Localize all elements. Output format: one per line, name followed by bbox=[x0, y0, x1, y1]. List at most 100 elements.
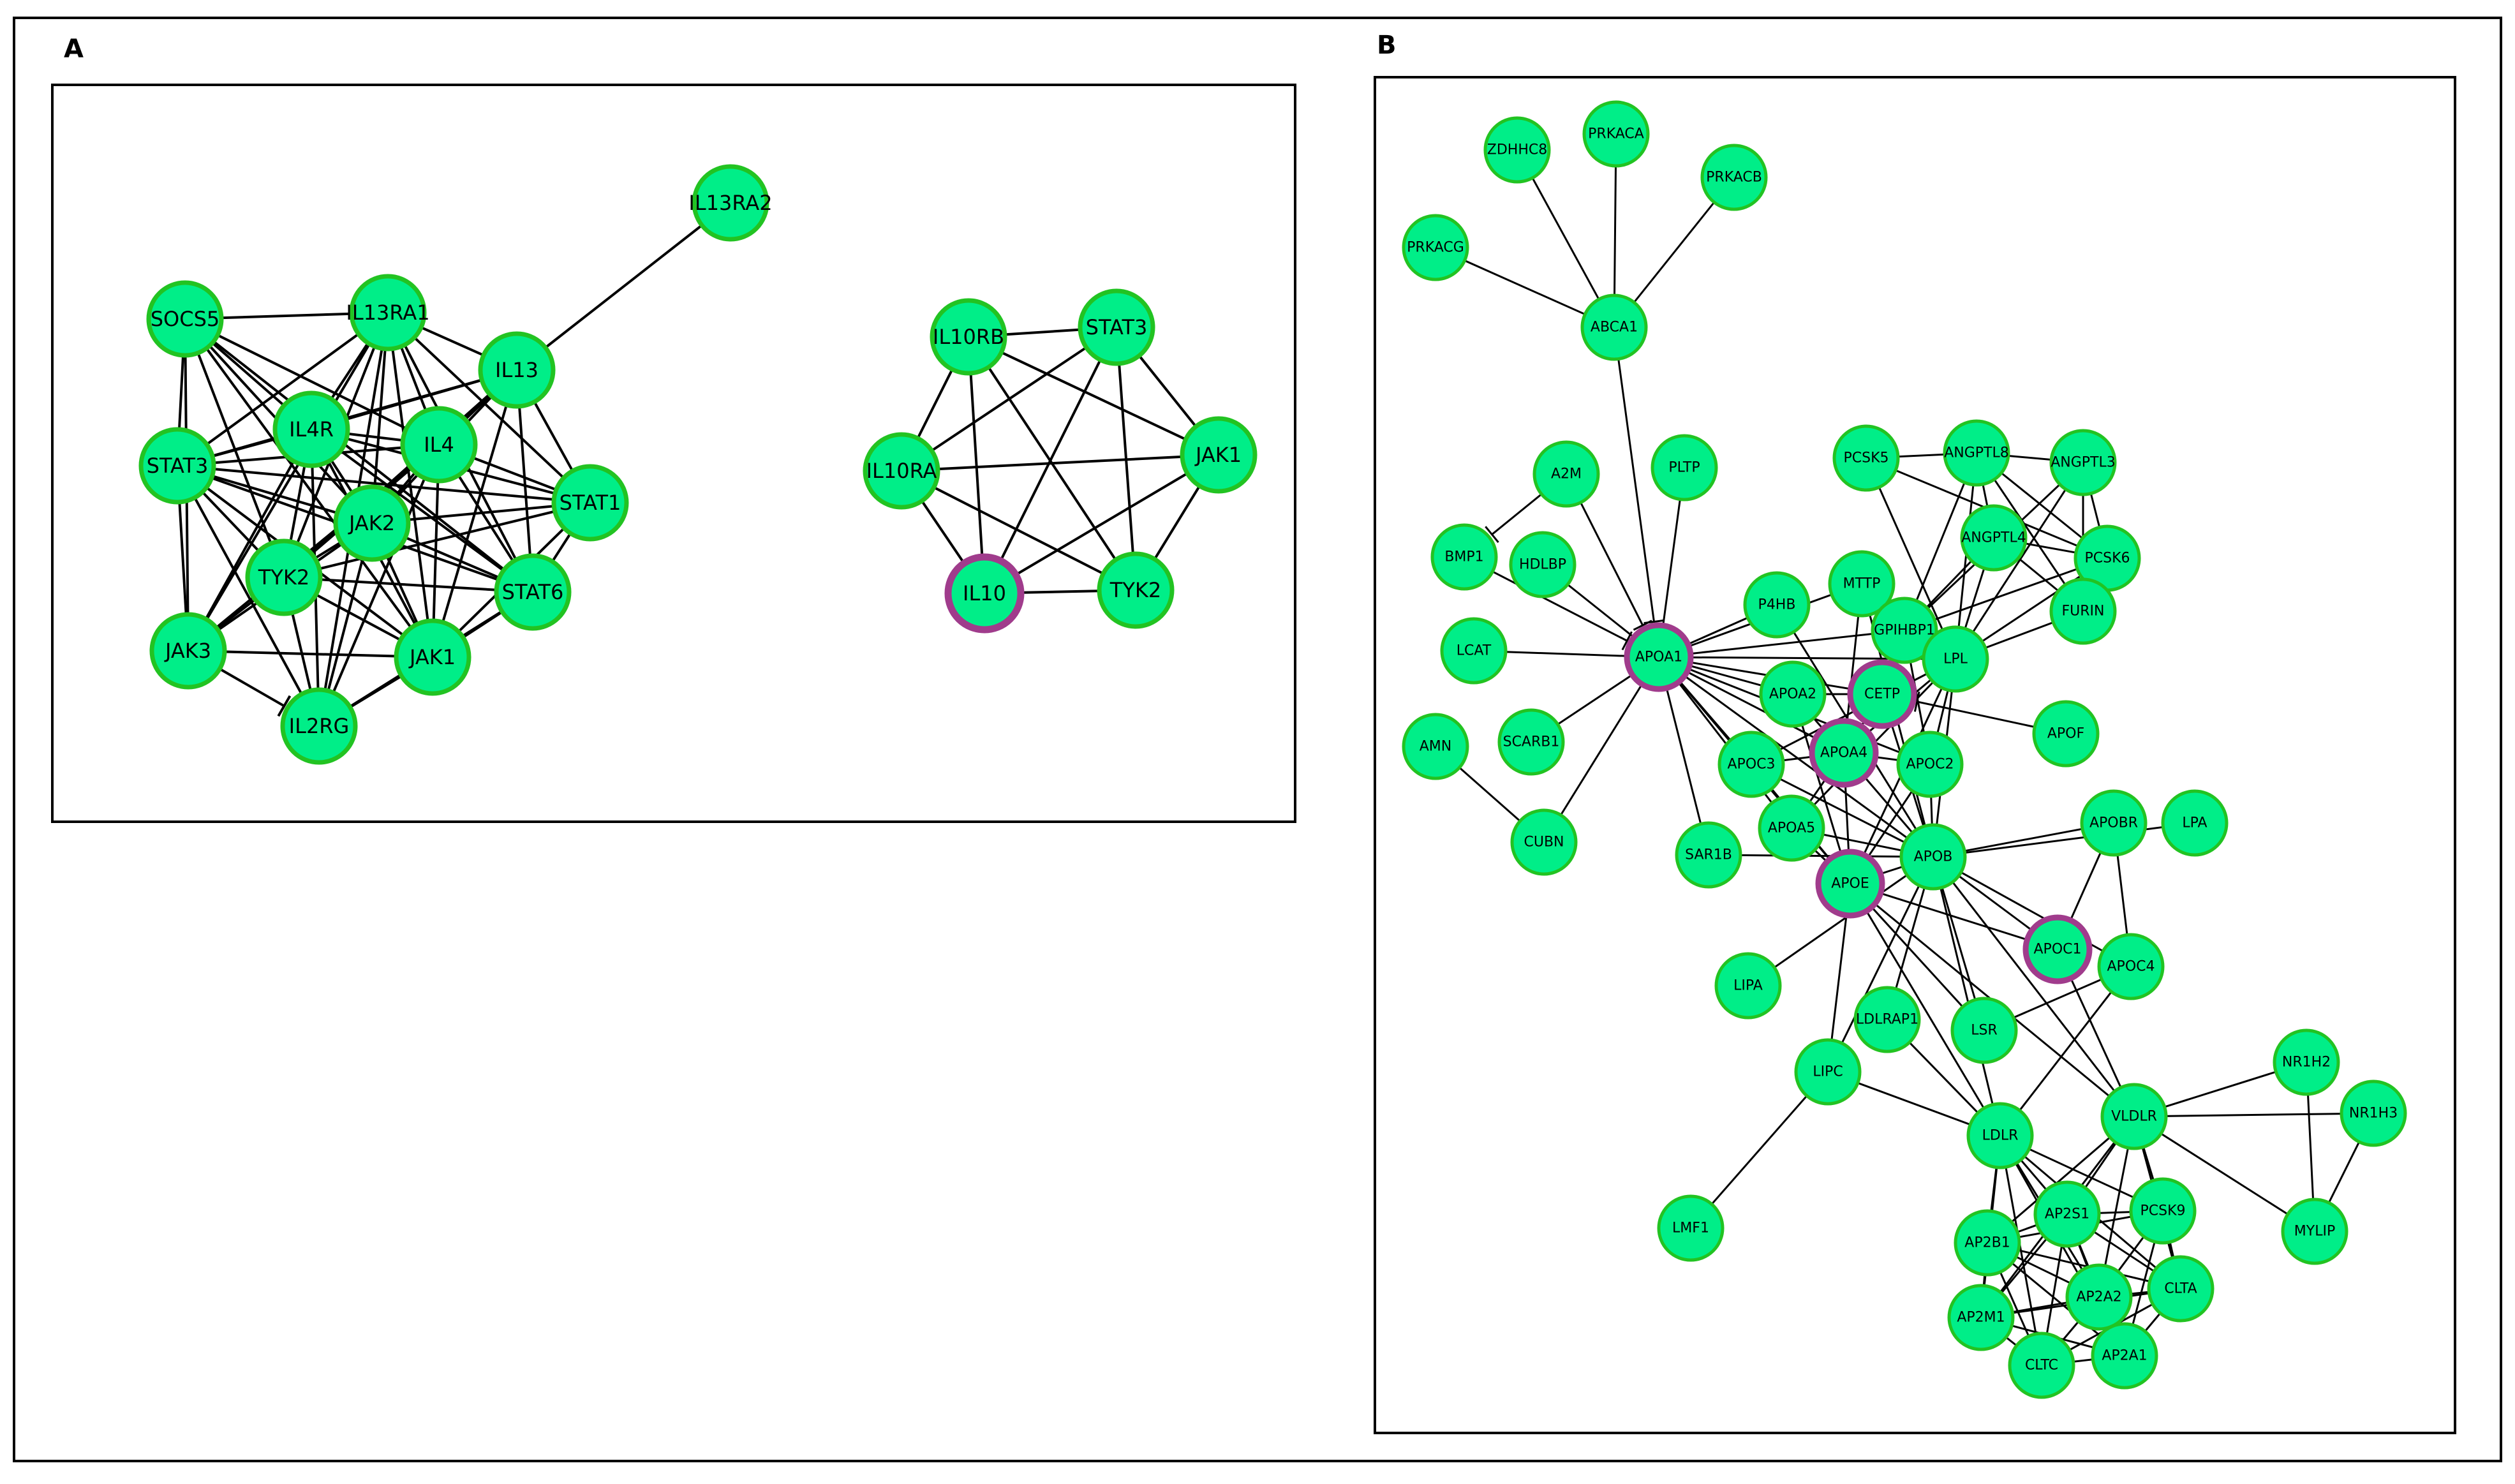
panel-b-node-label-lpl: LPL bbox=[1943, 651, 1968, 667]
panel-b-node-apoc4: APOC4 bbox=[2097, 933, 2165, 1000]
panel-label-b: B bbox=[1377, 31, 1397, 60]
panel-a-edge-jak3-jak1 bbox=[188, 649, 433, 658]
panel-b-node-lsr: LSR bbox=[1950, 997, 2018, 1064]
panel-b-node-circle-angptl4 bbox=[1960, 504, 2028, 572]
panel-b-node-circle-scarb1 bbox=[1497, 708, 1565, 776]
panel-b-node-apoe: APOE bbox=[1815, 849, 1885, 919]
panel-b-node-label-sar1b: SAR1B bbox=[1685, 847, 1732, 863]
panel-b-node-label-ldlr: LDLR bbox=[1982, 1128, 2019, 1144]
panel-a-node-il4: IL4 bbox=[400, 406, 478, 484]
panel-b-node-label-cltc: CLTC bbox=[2025, 1358, 2058, 1374]
panel-b-edge-lmf1-lipc bbox=[1689, 1071, 1829, 1229]
panel-b-node-label-a2m: A2M bbox=[1551, 466, 1582, 482]
panel-a-node-circle-jak3 bbox=[149, 612, 227, 690]
panel-b-node-circle-nr1h2 bbox=[2273, 1028, 2340, 1096]
panel-a-node-circle-stat3 bbox=[138, 427, 216, 505]
panel-b-node-circle-angptl3 bbox=[2049, 429, 2117, 496]
panel-b-edge-apoc3-apob bbox=[1751, 763, 1934, 858]
panel-b-node-circle-sar1b bbox=[1675, 821, 1742, 889]
panel-a-node-label-il10: IL10 bbox=[963, 581, 1006, 605]
panel-b-node-label-angptl4: ANGPTL4 bbox=[1961, 530, 2026, 546]
panel-a-frame bbox=[51, 84, 1296, 823]
panel-a-node-label-il2rg: IL2RG bbox=[289, 714, 350, 738]
panel-b-node-circle-cltc bbox=[2008, 1332, 2075, 1399]
panel-b-node-clta: CLTA bbox=[2147, 1255, 2215, 1323]
panel-a-node-label-stat1: STAT1 bbox=[560, 491, 621, 515]
panel-a-edge-tyk2-stat1 bbox=[283, 501, 591, 579]
panel-a-edge-stat3-il2rg bbox=[176, 465, 320, 727]
panel-b-node-circle-apoa4 bbox=[1809, 718, 1879, 788]
panel-b-node-label-lpa: LPA bbox=[2182, 815, 2207, 831]
panel-b-node-p4hb: P4HB bbox=[1743, 571, 1811, 639]
panel-a-node-label-il13: IL13 bbox=[495, 358, 538, 382]
panel-b-node-circle-cetp bbox=[1847, 659, 1917, 729]
panel-b-edge-pcsk5-lpl bbox=[1865, 457, 1957, 660]
panel-b-edge-apob-ldlr bbox=[1932, 856, 2001, 1136]
panel-a-node-circle-il4r bbox=[272, 390, 350, 468]
panel-b-node-label-prkacg: PRKACG bbox=[1407, 240, 1464, 256]
panel-b-node-lpa: LPA bbox=[2161, 789, 2229, 857]
panel-b-node-lipc: LIPC bbox=[1794, 1038, 1862, 1106]
panel-a-node-label-tyk2: TYK2 bbox=[258, 565, 309, 590]
panel-a-edge-jak1b-il10 bbox=[983, 454, 1220, 595]
panel-b-node-angptl8: ANGPTL8 bbox=[1943, 419, 2010, 487]
panel-a-node-circle-il10ra bbox=[863, 432, 940, 510]
panel-b-node-circle-amn bbox=[1402, 713, 1469, 780]
panel-a-edge-socs5-jak1 bbox=[184, 318, 434, 658]
panel-b-node-circle-ldlr bbox=[1966, 1102, 2034, 1169]
panel-a-node-il4r: IL4R bbox=[272, 390, 350, 468]
panel-a-edge-il13ra1-stat1 bbox=[387, 311, 591, 504]
panel-b-node-ap2a2: AP2A2 bbox=[2065, 1263, 2133, 1331]
panel-b-node-ldlr: LDLR bbox=[1966, 1102, 2034, 1169]
panel-b-node-circle-apoc1 bbox=[2022, 914, 2093, 984]
panel-a-node-jak2: JAK2 bbox=[333, 484, 411, 562]
panel-b-node-amn: AMN bbox=[1402, 713, 1469, 780]
panel-b-node-label-clta: CLTA bbox=[2164, 1281, 2197, 1297]
panel-b-node-circle-ldlrap1 bbox=[1853, 986, 1921, 1053]
panel-a-node-label-socs5: SOCS5 bbox=[151, 307, 220, 331]
panel-b-node-circle-vldlr bbox=[2100, 1083, 2168, 1150]
panel-b-node-circle-abca1 bbox=[1580, 293, 1648, 361]
panel-b-node-hdlbp: HDLBP bbox=[1509, 531, 1577, 598]
panel-b-node-circle-ap2s1 bbox=[2033, 1180, 2101, 1248]
panel-a-node-circle-tyk2b bbox=[1097, 551, 1175, 629]
panel-b-node-label-prkaca: PRKACA bbox=[1588, 126, 1644, 142]
panel-b-node-circle-lmf1 bbox=[1657, 1194, 1725, 1262]
panel-b-edge-nr1h3-vldlr bbox=[2133, 1112, 2374, 1118]
panel-b-node-label-vldlr: VLDLR bbox=[2111, 1109, 2157, 1125]
panel-b-node-label-apoc4: APOC4 bbox=[2107, 959, 2155, 975]
panel-a-node-il13ra2: IL13RA2 bbox=[688, 164, 773, 242]
panel-b-node-pcsk9: PCSK9 bbox=[2129, 1177, 2197, 1245]
panel-a-node-socs5: SOCS5 bbox=[146, 280, 224, 358]
panel-b-node-label-apobr: APOBR bbox=[2089, 815, 2138, 831]
panel-b-node-label-apoa2: APOA2 bbox=[1769, 686, 1816, 702]
panel-b-node-label-ap2b1: AP2B1 bbox=[1964, 1235, 2010, 1251]
panel-b-node-ap2a1: AP2A1 bbox=[2091, 1322, 2158, 1390]
panel-a-node-label-jak1b: JAK1 bbox=[1194, 443, 1242, 467]
panel-a-edge-il4r-stat6 bbox=[310, 428, 534, 593]
panel-b-edge-apoa5-apoa1 bbox=[1658, 657, 1793, 829]
panel-b-node-abca1: ABCA1 bbox=[1580, 293, 1648, 361]
panel-b-node-ap2b1: AP2B1 bbox=[1954, 1209, 2021, 1277]
panel-a-edge-stat3b-il10ra bbox=[900, 326, 1118, 472]
panel-a-node-circle-il2rg bbox=[280, 687, 358, 765]
panel-b-node-label-ap2a1: AP2A1 bbox=[2102, 1348, 2147, 1364]
panel-b-node-lipa: LIPA bbox=[1714, 952, 1782, 1020]
panel-b-node-circle-zdhhc8 bbox=[1483, 116, 1551, 184]
panel-b-node-circle-apobr bbox=[2080, 789, 2148, 857]
panel-b-node-label-lsr: LSR bbox=[1971, 1023, 1998, 1039]
panel-b-node-label-lcat: LCAT bbox=[1457, 643, 1492, 659]
panel-b-node-label-lipa: LIPA bbox=[1733, 978, 1763, 994]
panel-b-inhibit-abca1-apoa1 bbox=[1613, 327, 1665, 625]
panel-a-node-circle-tyk2 bbox=[245, 538, 323, 616]
panel-a-node-circle-stat6 bbox=[494, 553, 572, 631]
panel-b-node-label-nr1h3: NR1H3 bbox=[2349, 1106, 2398, 1122]
panel-b-node-apobr: APOBR bbox=[2080, 789, 2148, 857]
panel-b-node-circle-mylip bbox=[2281, 1198, 2348, 1265]
panel-b-node-lpl: LPL bbox=[1922, 625, 1989, 693]
panel-b-node-circle-apoa5 bbox=[1758, 794, 1825, 862]
panel-b-edge-lipa-apob bbox=[1747, 856, 1934, 987]
panel-b-node-circle-ap2b1 bbox=[1954, 1209, 2021, 1277]
